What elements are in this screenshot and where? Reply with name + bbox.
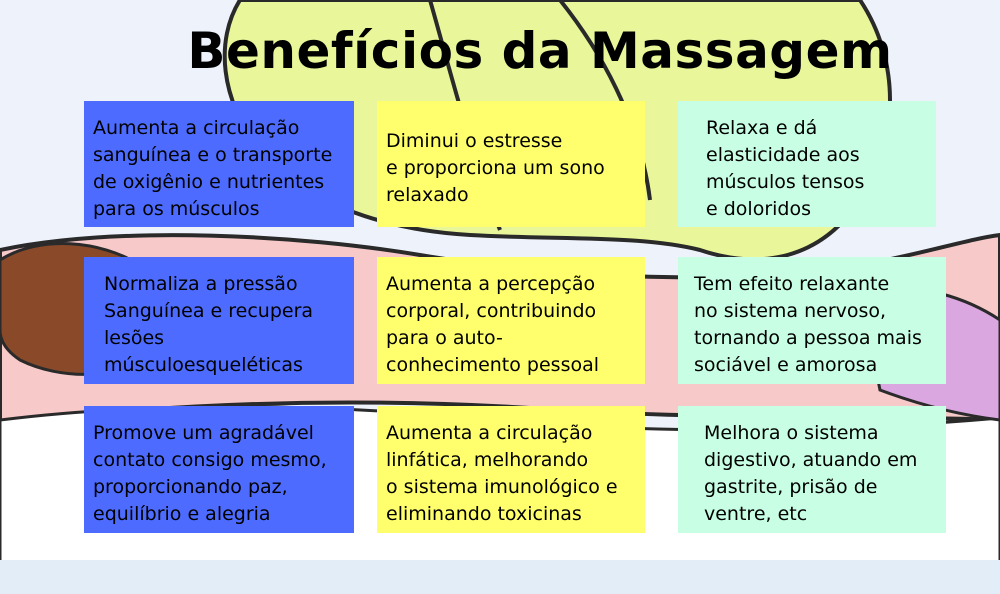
page-title: Benefícios da Massagem [187,22,893,80]
benefit-card-lymphatic: Aumenta a circulação linfática, melhoran… [377,406,645,533]
benefit-card-body-awareness: Aumenta a percepção corporal, contribuin… [377,257,645,384]
benefit-card-nervous-system: Tem efeito relaxante no sistema nervoso,… [678,257,946,384]
benefit-card-stress: Diminui o estresse e proporciona um sono… [377,101,645,227]
benefit-card-digestive: Melhora o sistema digestivo, atuando em … [678,406,946,533]
benefit-card-blood-pressure: Normaliza a pressão Sanguínea e recupera… [84,257,354,384]
benefit-card-muscles: Relaxa e dá elasticidade aos músculos te… [678,101,936,227]
benefit-card-circulation: Aumenta a circulação sanguínea e o trans… [84,101,354,227]
benefit-card-self-contact: Promove um agradável contato consigo mes… [84,406,354,533]
